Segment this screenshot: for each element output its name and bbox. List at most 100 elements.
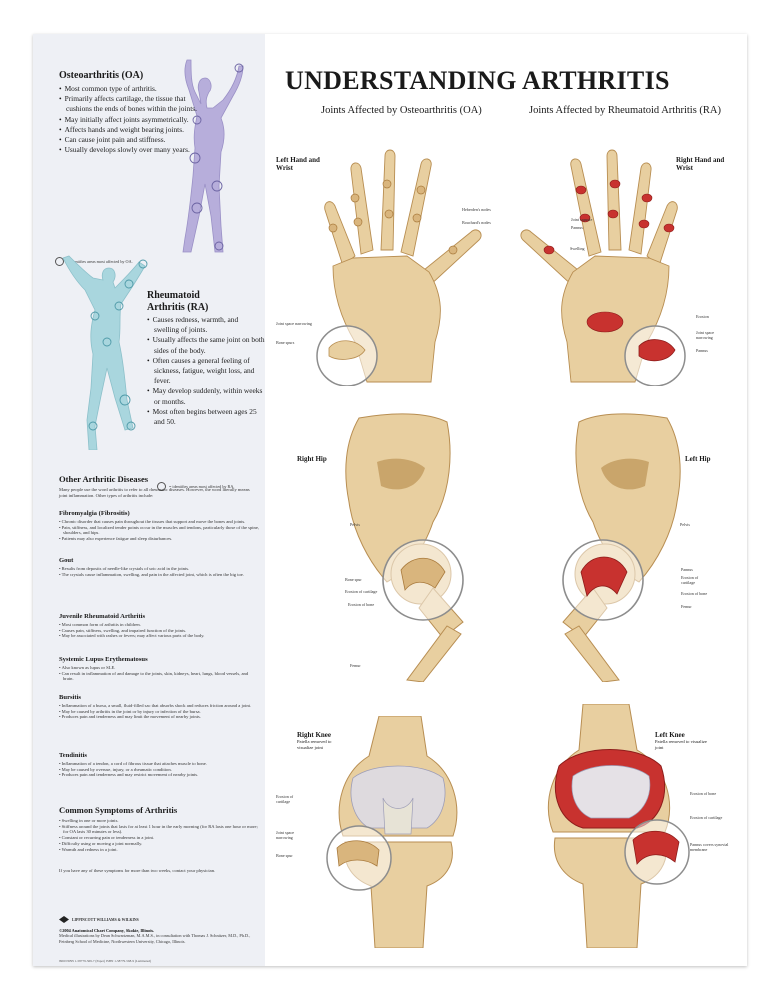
bursitis-list: Inflammation of a bursa, a small, fluid-… [59, 703, 259, 720]
oa-column-heading: Joints Affected by Osteoarthritis (OA) [321, 105, 482, 116]
oa-list: Most common type of arthritis. Primarily… [59, 84, 211, 155]
ra-item: Often causes a general feeling of sickne… [147, 356, 265, 387]
list-item: Chronic disorder that causes pain throug… [59, 519, 259, 525]
joint-space-narrowing-ra-label: Joint space narrowing [696, 330, 715, 340]
symptoms-footer: If you have any of these symptoms for mo… [59, 868, 216, 873]
ra-column-heading: Joints Affected by Rheumatoid Arthritis … [529, 105, 721, 116]
list-item: Stiffness around the joints that lasts f… [59, 824, 259, 835]
left-knee-label: Left Knee Patella removed to visualize j… [655, 731, 713, 750]
ra-item: May develop suddenly, within weeks or mo… [147, 386, 265, 406]
list-item: Results from deposits of needle-like cry… [59, 566, 259, 572]
oa-hand-illustration [316, 149, 482, 386]
joint-space-narrowing-label: Joint space narrowing [276, 321, 312, 326]
list-item: Pain, stiffness, and localized tender po… [59, 525, 259, 536]
bouchards-nodes-label: Bouchard's nodes [462, 220, 491, 225]
left-hip-label: Left Hip [685, 455, 711, 463]
list-item: The crystals cause inflammation, swellin… [59, 572, 259, 578]
list-item: May be caused by overuse, injury, or a r… [59, 767, 259, 773]
list-item: Warmth and redness in a joint. [59, 847, 259, 853]
pelvis-ra-label: Pelvis [680, 522, 691, 527]
oa-key-text: = identifies areas most affected by OA. [67, 259, 133, 264]
ra-item: Causes redness, warmth, and swelling of … [147, 315, 265, 335]
fibromyalgia-heading: Fibromyalgia (Fibrositis) [59, 510, 130, 517]
list-item: Causes pain, stiffness, swelling, and im… [59, 628, 259, 634]
erosion-of-cartilage-ra-knee-label: Erosion of cartilage [690, 815, 723, 820]
symptoms-heading: Common Symptoms of Arthritis [59, 805, 178, 815]
fibromyalgia-list: Chronic disorder that causes pain throug… [59, 519, 259, 542]
list-item: Inflammation of a tendon, a cord of fibr… [59, 761, 259, 767]
pannus-ra-label: Pannus [696, 348, 708, 353]
publisher-logo-icon [59, 916, 69, 923]
ra-key: = identifies areas most affected by RA. [157, 482, 234, 491]
bone-spurs-label: Bone spurs [276, 340, 295, 345]
oa-item: May initially affect joints asymmetrical… [59, 115, 211, 125]
gout-heading: Gout [59, 557, 74, 564]
joint-space-narrowing-knee-label: Joint space narrowing [276, 830, 295, 840]
left-knee-title: Left Knee [655, 731, 685, 739]
symptoms-list: Swelling in one or more joints. Stiffnes… [59, 818, 259, 852]
poster: Osteoarthritis (OA) Most common type of … [33, 34, 747, 966]
oa-item: Can cause joint pain and stiffness. [59, 135, 211, 145]
ra-list: Causes redness, warmth, and swelling of … [147, 315, 265, 427]
oa-item: Usually develops slowly over many years. [59, 145, 211, 155]
erosion-of-cartilage-label: Erosion of cartilage [345, 589, 378, 594]
list-item: Swelling in one or more joints. [59, 818, 259, 824]
juvenile-ra-list: Most common form of arthritis in childre… [59, 622, 259, 639]
circle-marker-icon [157, 482, 166, 491]
oa-key: = identifies areas most affected by OA. [55, 257, 133, 266]
lupus-heading: Systemic Lupus Erythematosus [59, 656, 148, 663]
erosion-label: Erosion [696, 314, 709, 319]
right-knee-title: Right Knee [297, 731, 332, 739]
right-hip-label: Right Hip [297, 455, 327, 463]
ra-knee-illustration [547, 704, 690, 948]
list-item: Patients may also experience fatigue and… [59, 536, 259, 542]
heberdens-nodes-label: Heberden's nodes [462, 207, 491, 212]
ra-body-figure [62, 255, 148, 450]
oa-item: Affects hands and weight bearing joints. [59, 125, 211, 135]
sidebar: Osteoarthritis (OA) Most common type of … [33, 34, 265, 966]
isbn: 9960 ISBN 1-58779-569-7 (Paper) ISBN 1-5… [59, 959, 152, 963]
gout-list: Results from deposits of needle-like cry… [59, 566, 259, 577]
list-item: Inflammation of a bursa, a small, fluid-… [59, 703, 259, 709]
bursitis-heading: Bursitis [59, 694, 81, 701]
list-item: May be associated with rashes or fevers;… [59, 633, 259, 639]
erosion-of-cartilage-knee-label: Erosion of cartilage [276, 794, 294, 804]
publisher: LIPPINCOTT WILLIAMS & WILKINS [59, 916, 139, 923]
other-diseases-intro: Many people use the word arthritis to re… [59, 487, 250, 498]
oa-hip-illustration [345, 413, 464, 682]
publisher-name: LIPPINCOTT WILLIAMS & WILKINS [72, 917, 139, 922]
lupus-list: Also known as lupus or SLE. Can result i… [59, 665, 259, 682]
copyright: ©2004 Anatomical Chart Company, Skokie, … [59, 928, 259, 944]
ra-key-text: = identifies areas most affected by RA. [169, 484, 235, 489]
pannus-synovial-label: Pannus covers synovial membrane [690, 842, 729, 852]
erosion-of-cartilage-ra-label: Erosion of cartilage [681, 575, 699, 585]
bone-spur-label: Bone spur [345, 577, 362, 582]
list-item: Produces pain and tenderness and may lim… [59, 714, 259, 720]
copyright-line: ©2004 Anatomical Chart Company, Skokie, … [59, 928, 155, 933]
list-item: Most common form of arthritis in childre… [59, 622, 259, 628]
circle-marker-icon [55, 257, 64, 266]
ra-hip-illustration [562, 413, 681, 682]
right-knee-label: Right Knee Patella removed to visualize … [297, 731, 345, 750]
left-hand-label: Left Hand and Wrist [276, 156, 320, 172]
page-title: UNDERSTANDING ARTHRITIS [285, 66, 670, 95]
oa-knee-illustration [326, 716, 458, 948]
femur-label: Femur [350, 663, 361, 668]
swelling-label: Swelling [570, 246, 585, 251]
ra-heading: Rheumatoid Arthritis (RA) [147, 290, 209, 313]
ra-item: Most often begins between ages 25 and 50… [147, 407, 265, 427]
pannus-hip-label: Pannus [681, 567, 693, 572]
ra-item: Usually affects the same joint on both s… [147, 335, 265, 355]
ra-hand-illustration [520, 149, 686, 386]
femur-ra-label: Femur [681, 604, 692, 609]
list-item: Difficulty using or moving a joint norma… [59, 841, 259, 847]
tendinitis-list: Inflammation of a tendon, a cord of fibr… [59, 761, 259, 778]
oa-item: Most common type of arthritis. [59, 84, 211, 94]
left-knee-subtitle: Patella removed to visualize joint [655, 739, 707, 750]
joint-capsule-label: Joint capsule [571, 217, 593, 222]
list-item: Constant or recurring pain or tenderness… [59, 835, 259, 841]
pelvis-label: Pelvis [350, 522, 361, 527]
list-item: Can result in inflammation of and damage… [59, 671, 259, 682]
list-item: Produces pain and tenderness and may res… [59, 772, 259, 778]
bone-spur-knee-label: Bone spur [276, 853, 293, 858]
